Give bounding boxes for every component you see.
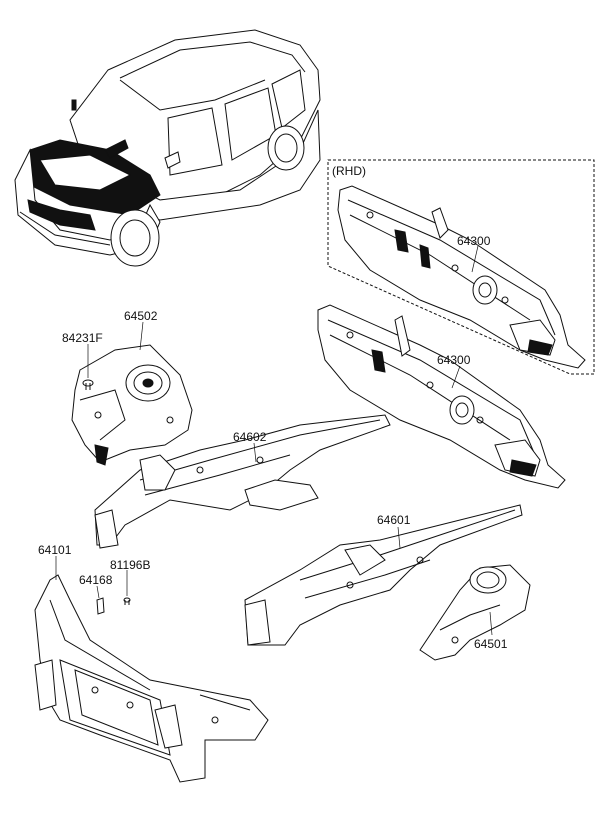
part-number-side-member-rh: 64601 <box>377 513 411 527</box>
leader-bracket <box>96 585 100 599</box>
bolt-fastener <box>82 379 94 390</box>
rhd-dashed-frame <box>327 159 595 375</box>
side-member-rh <box>244 504 523 646</box>
rhd-label: (RHD) <box>332 164 366 178</box>
leader-dash-rhd <box>471 245 479 273</box>
part-number-apron-lh: 64502 <box>124 309 158 323</box>
part-number-bolt: 84231F <box>62 331 103 345</box>
part-number-carrier: 64101 <box>38 543 72 557</box>
part-number-side-member-lh: 64602 <box>233 430 267 444</box>
front-carrier <box>34 574 269 783</box>
leader-side-member-rh <box>397 526 401 549</box>
side-member-lh <box>94 414 391 549</box>
car-overview-illustration <box>14 29 321 267</box>
fender-apron-rh <box>419 564 531 661</box>
leader-apron-rh <box>489 611 493 636</box>
bracket <box>96 597 105 615</box>
part-number-apron-rh: 64501 <box>474 637 508 651</box>
part-number-clip: 81196B <box>110 558 150 572</box>
part-number-bracket: 64168 <box>79 573 113 587</box>
leader-dash-lhd <box>451 365 461 389</box>
leader-side-member-lh <box>253 442 257 463</box>
part-number-dash-rhd: 64300 <box>457 234 491 248</box>
rhd-group: (RHD) 64300 <box>327 159 595 375</box>
leader-apron-lh <box>139 321 144 351</box>
part-number-dash-lhd: 64300 <box>437 353 471 367</box>
fender-apron-lh <box>71 344 193 466</box>
dash-panel-rhd <box>337 185 586 369</box>
clip <box>123 597 131 605</box>
dash-panel-lhd <box>317 304 566 489</box>
